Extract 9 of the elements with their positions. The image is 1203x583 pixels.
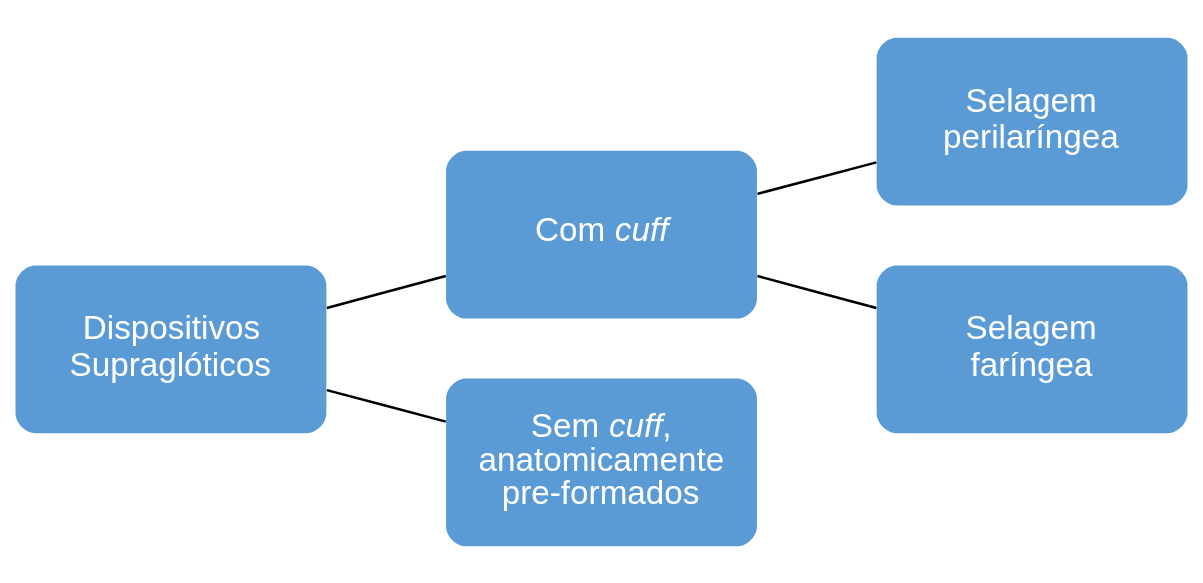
node-box: Sem cuff, anatomicamente pre-formados: [446, 377, 757, 546]
node-box: Com cuff: [446, 150, 757, 319]
node-box: Selagem faríngea: [876, 264, 1188, 433]
connector: [757, 160, 877, 195]
connector: [757, 274, 877, 309]
node-box: Selagem perilaríngea: [876, 37, 1188, 206]
connector: [326, 274, 447, 309]
connector: [326, 388, 447, 423]
node-box: Dispositivos Supraglóticos: [15, 264, 327, 433]
